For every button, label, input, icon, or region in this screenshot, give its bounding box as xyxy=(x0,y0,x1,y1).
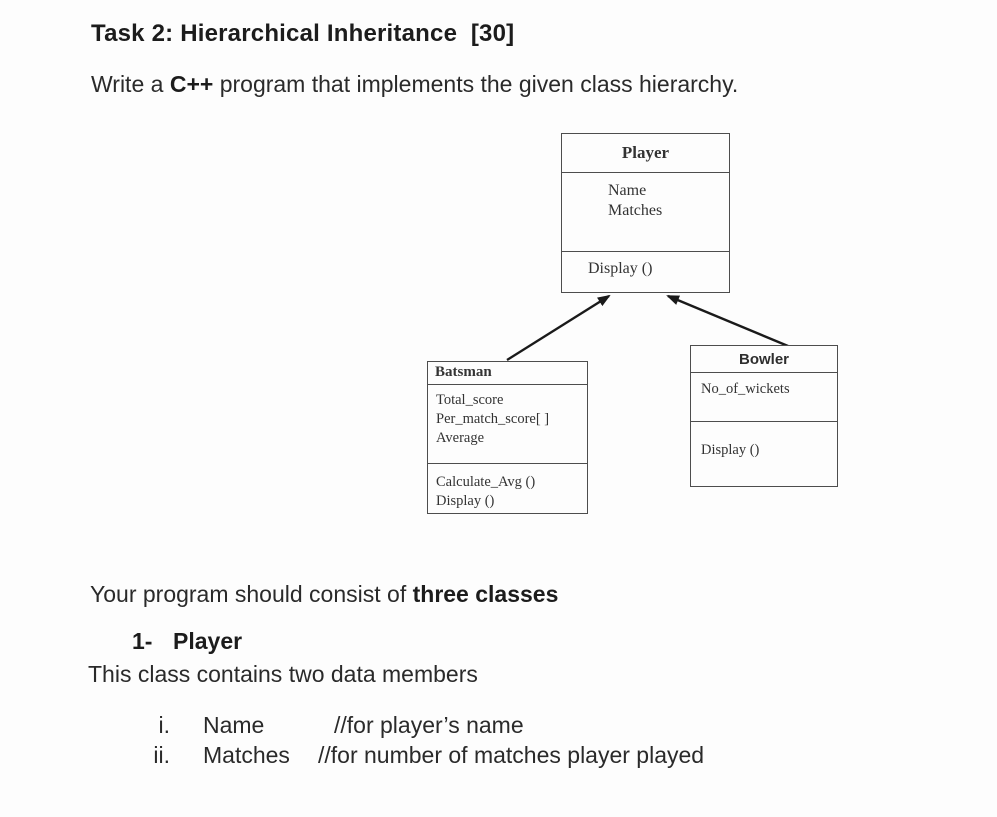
player-methods: Display () xyxy=(562,251,729,291)
player-class-name: Player xyxy=(621,143,670,162)
batsman-attr-average: Average xyxy=(436,430,485,446)
member-2-comment: //for number of matches player played xyxy=(318,742,705,768)
batsman-methods: Calculate_Avg () Display () xyxy=(428,463,587,515)
inheritance-arrows xyxy=(506,294,789,362)
member-1-name: Name xyxy=(203,712,265,738)
consist-prefix: Your program should consist of xyxy=(90,581,413,607)
batsman-class-name: Batsman xyxy=(435,364,492,380)
bowler-attributes: No_of_wickets xyxy=(691,372,837,421)
intro-prefix: Write a xyxy=(91,71,170,97)
item-number: 1- xyxy=(132,628,153,654)
player-attr-name: Name xyxy=(608,182,647,199)
member-1-comment: //for player’s name xyxy=(334,712,524,738)
player-attributes: Name Matches xyxy=(562,172,729,251)
intro-bold-cpp: C++ xyxy=(169,71,214,97)
bowler-attr-no-of-wickets: No_of_wickets xyxy=(701,381,790,397)
class-box-player: Player Name Matches Display () xyxy=(561,133,730,293)
player-attr-matches: Matches xyxy=(608,202,663,219)
intro-paragraph: Write a C++ program that implements the … xyxy=(91,71,738,98)
batsman-attr-total-score: Total_score xyxy=(436,392,504,408)
member-2-name: Matches xyxy=(203,742,290,768)
arrow-batsman-to-player xyxy=(506,294,611,362)
item-description: This class contains two data members xyxy=(88,661,478,687)
batsman-method-calculate-avg: Calculate_Avg () xyxy=(436,474,536,490)
bowler-class-name: Bowler xyxy=(738,351,789,368)
list-item-player-heading: 1- Player xyxy=(132,628,242,655)
member-1-roman: i. xyxy=(158,712,171,738)
class-box-bowler: Bowler No_of_wickets Display () xyxy=(690,345,838,487)
intro-suffix: program that implements the given class … xyxy=(213,71,739,97)
member-2-roman: ii. xyxy=(153,742,170,768)
bowler-method-display: Display () xyxy=(701,442,760,458)
consist-paragraph: Your program should consist of three cla… xyxy=(90,581,558,608)
batsman-attributes: Total_score Per_match_score[ ] Average xyxy=(428,384,587,463)
class-box-batsman: Batsman Total_score Per_match_score[ ] A… xyxy=(427,361,588,514)
consist-bold: three classes xyxy=(412,581,559,607)
player-method-display: Display () xyxy=(588,260,653,277)
bowler-methods: Display () xyxy=(691,421,837,488)
item-class-name: Player xyxy=(173,628,243,654)
batsman-method-display: Display () xyxy=(436,493,495,509)
arrow-bowler-to-player xyxy=(666,294,789,348)
task-heading: Task 2: Hierarchical Inheritance [30] xyxy=(91,20,515,47)
batsman-attr-per-match-score: Per_match_score[ ] xyxy=(436,411,550,427)
